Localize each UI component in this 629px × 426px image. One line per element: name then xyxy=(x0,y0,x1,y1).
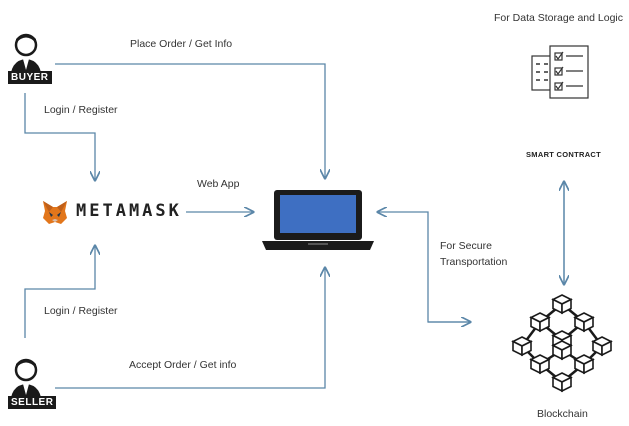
smart-contract-icon xyxy=(528,42,598,106)
blockchain-icon xyxy=(510,290,614,400)
metamask-logo: METAMASK xyxy=(40,198,190,228)
cube-icon xyxy=(573,312,595,333)
accept-order-arrow xyxy=(55,268,325,389)
cube-icon xyxy=(529,312,551,333)
cube-icon xyxy=(529,354,551,375)
place-order-label: Place Order / Get Info xyxy=(130,38,233,50)
metamask-wordmark: METAMASK xyxy=(76,201,182,221)
web-app-label: Web App xyxy=(197,178,240,190)
blockchain-label: Blockchain xyxy=(537,408,588,420)
cube-icon xyxy=(551,340,573,361)
cube-icon xyxy=(551,294,573,315)
cube-icon xyxy=(511,336,533,357)
accept-order-label: Accept Order / Get info xyxy=(129,359,237,371)
fox-icon xyxy=(43,201,67,224)
secure-label-line2: Transportation xyxy=(440,256,508,268)
seller-login-arrow xyxy=(24,246,95,338)
cubes-network-icon xyxy=(511,294,613,393)
web-app-laptop xyxy=(258,188,378,254)
cube-icon xyxy=(591,336,613,357)
buyer-login-arrow xyxy=(24,93,95,180)
data-storage-label: For Data Storage and Logic xyxy=(494,12,623,24)
contract-document-icon xyxy=(531,45,589,99)
cube-icon xyxy=(573,354,595,375)
smart-contract-label: SMART CONTRACT xyxy=(526,150,602,159)
cube-icon xyxy=(551,372,573,393)
seller-login-label: Login / Register xyxy=(44,305,118,317)
buyer-badge: BUYER xyxy=(8,71,52,84)
secure-label-line1: For Secure xyxy=(440,240,492,252)
buyer-login-label: Login / Register xyxy=(44,104,118,116)
laptop-icon xyxy=(262,190,374,250)
place-order-arrow xyxy=(55,63,325,178)
seller-badge: SELLER xyxy=(8,396,57,409)
